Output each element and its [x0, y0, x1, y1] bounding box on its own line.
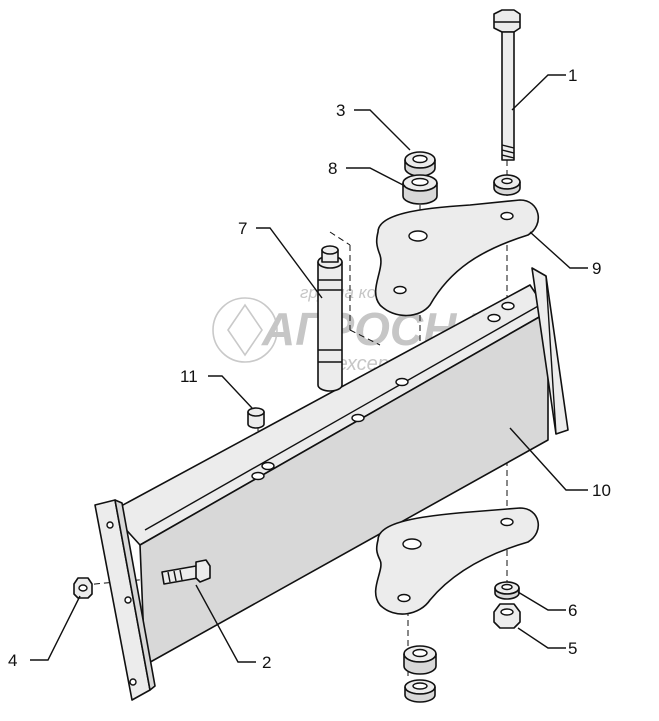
callout-6: 6 — [568, 601, 577, 620]
callout-2: 2 — [262, 653, 271, 672]
lower-plate-body — [374, 507, 540, 615]
upper-plate-body — [374, 199, 540, 317]
part-6-washer — [494, 581, 520, 600]
callout-1: 1 — [568, 66, 577, 85]
part-10-beam — [94, 267, 569, 701]
callout-11: 11 — [180, 367, 198, 386]
watermark-logo-ring — [212, 297, 278, 363]
callout-labels: 1 2 3 4 5 6 7 8 9 10 11 — [8, 66, 611, 672]
part-2-small-bolt — [161, 559, 211, 585]
upper-bolt-washer — [493, 174, 521, 196]
callout-7: 7 — [238, 219, 247, 238]
lower-bushing-lower — [404, 679, 436, 703]
callout-8: 8 — [328, 159, 337, 178]
bolt-shank — [501, 31, 515, 161]
part-3-bushing — [404, 151, 436, 177]
part-4-nut — [73, 577, 93, 599]
callout-3: 3 — [336, 101, 345, 120]
part-5-nut — [493, 603, 521, 629]
bolt-head — [493, 9, 521, 33]
lower-bushing-upper — [403, 645, 437, 675]
callout-10: 10 — [592, 481, 611, 500]
callout-5: 5 — [568, 639, 577, 658]
part-8-bushing — [402, 174, 438, 205]
callout-9: 9 — [592, 259, 601, 278]
part-11-cap — [247, 407, 265, 429]
watermark-logo-mark — [227, 303, 263, 357]
beam-rear-plate — [531, 267, 569, 435]
part-1-long-bolt — [493, 9, 521, 161]
callout-leaders — [30, 74, 588, 663]
part-7-pin — [317, 245, 343, 392]
part-9-upper-plate — [374, 199, 540, 317]
callout-4: 4 — [8, 651, 17, 670]
lower-plate — [374, 507, 540, 615]
